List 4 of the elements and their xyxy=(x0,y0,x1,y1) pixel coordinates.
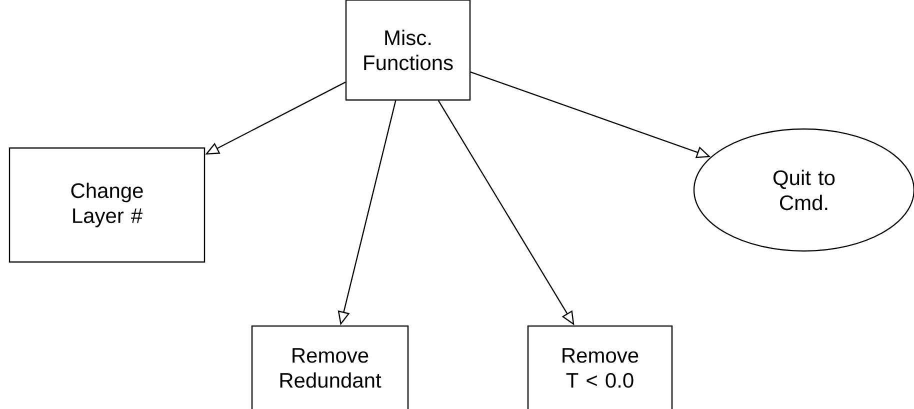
process-box: Remove T < 0.0 xyxy=(527,325,673,409)
process-box: Misc. Functions xyxy=(345,0,471,101)
process-box: Change Layer # xyxy=(8,147,206,263)
process-box: Remove Redundant xyxy=(251,325,409,409)
